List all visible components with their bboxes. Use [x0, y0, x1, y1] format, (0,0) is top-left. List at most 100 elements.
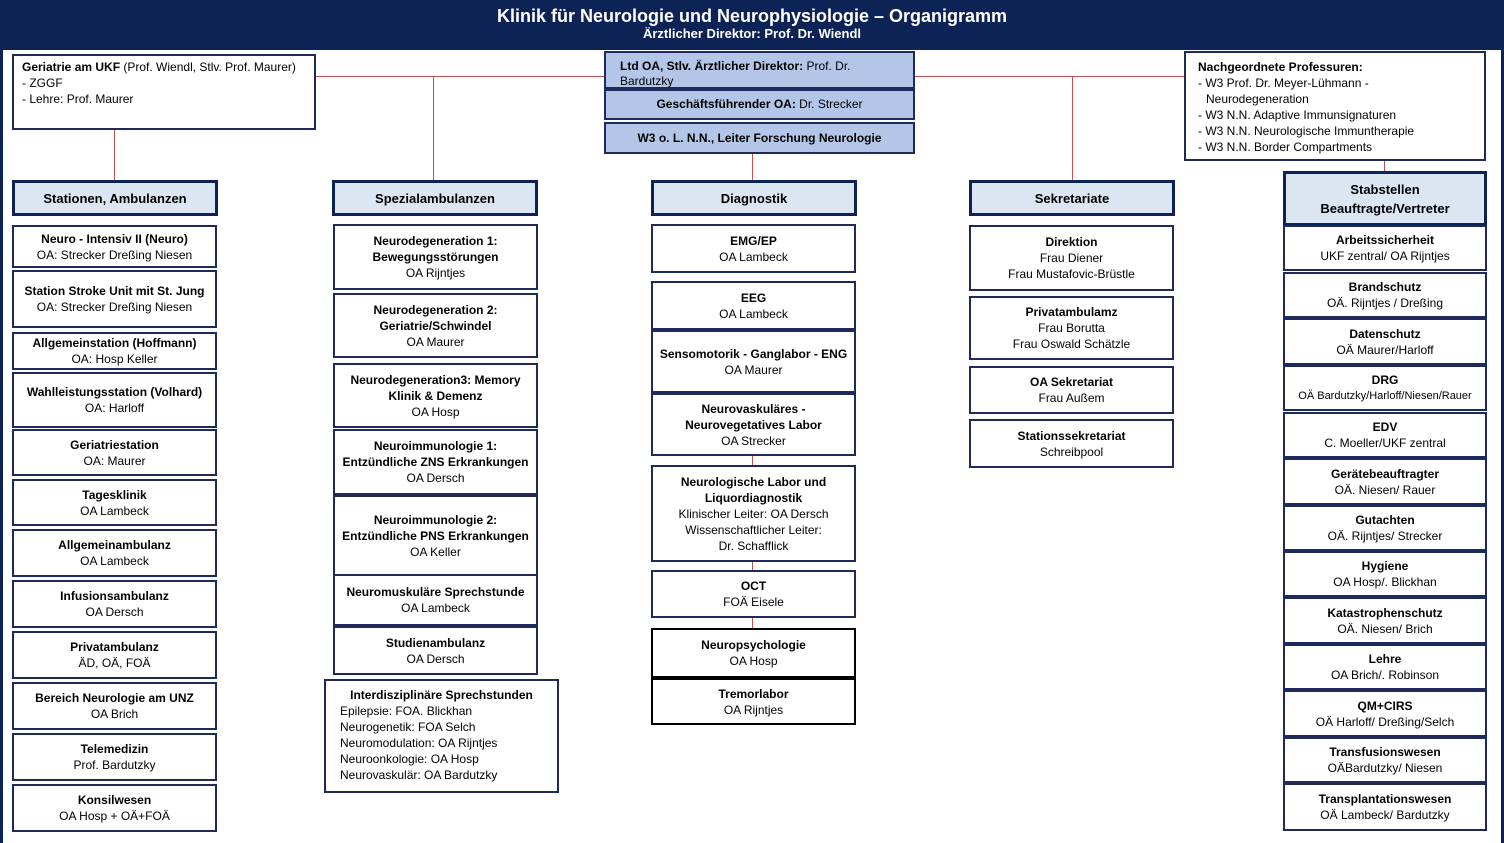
chart-title: Klinik für Neurologie und Neurophysiolog… [496, 6, 1008, 26]
diagnostik-item-1-line-0: OA Lambeck [719, 306, 788, 321]
ltd-oa-box: Ltd OA, Stlv. Ärztlicher Direktor: Prof.… [604, 51, 915, 89]
spezial-item-1-line-0: OA Maurer [406, 334, 465, 349]
spezial-item-3-line-0: OA Dersch [406, 471, 465, 485]
interdisziplinaer-line-2: Neuromodulation: OA Rijntjes [340, 736, 498, 750]
header-stationen: Stationen, Ambulanzen [12, 180, 218, 216]
stabstelle-item-0-title: Arbeitssicherheit [1335, 233, 1435, 247]
station-item-4-line-0: OA: Maurer [83, 453, 146, 468]
sekretariat-item-1-line-0: Frau Borutta [1038, 321, 1105, 335]
stabstelle-item-0-line-0: UKF zentral/ OA Rijntjes [1320, 249, 1450, 263]
professuren-title: Nachgeordnete Professuren: [1198, 60, 1363, 74]
stabstelle-item-10-title: QM+CIRS [1357, 698, 1413, 713]
station-item-6-title: Allgemeinambulanz [58, 538, 171, 552]
station-item-7-line-0: OA Dersch [85, 605, 144, 619]
stabstelle-item-12: Transplantationswesen OÄ Lambeck/ Bardutz… [1283, 783, 1487, 831]
stabstelle-item-12-line-0: OÄ Lambeck/ Bardutzky [1320, 808, 1450, 822]
w3-forschung-label: W3 o. L. N.N., Leiter Forschung Neurolog… [637, 130, 882, 145]
professuren-item-3: - W3 N.N. Neurologische Immuntherapie [1198, 124, 1415, 138]
diagnostik-item-2-line-0: OA Maurer [724, 362, 783, 377]
station-item-1-line-0: OA: Strecker Dreßing Niesen [36, 300, 193, 314]
stabstelle-item-7-line-0: OA Hosp/. Blickhan [1333, 575, 1437, 589]
ltd-oa-label: Ltd OA, Stlv. Ärztlicher Direktor: [620, 59, 804, 73]
header-stabstellen: Stabstellen Beauftragte/Vertreter [1283, 171, 1487, 226]
diagnostik-item-0-title: EMG/EP [730, 233, 777, 248]
left-frame-edge [0, 50, 3, 843]
sekretariat-item-3-title: Stationssekretariat [1017, 428, 1126, 443]
professuren-item-4: - W3 N.N. Border Compartments [1198, 140, 1373, 154]
spezial-item-6-title: Studienambulanz [385, 635, 486, 650]
stabstelle-item-12-title: Transplantationswesen [1318, 792, 1452, 806]
labor-box: Neurologische Labor und Liquordiagnostik… [651, 465, 856, 562]
professuren-box: Nachgeordnete Professuren: - W3 Prof. Dr… [1184, 51, 1486, 161]
station-item-11-title: Konsilwesen [77, 793, 152, 807]
station-item-2-title: Allgemeinstation (Hoffmann) [32, 336, 197, 350]
spezial-item-0-line-0: OA Rijntjes [405, 266, 466, 280]
right-frame-edge [1501, 50, 1504, 843]
spezial-item-1-title: Neurodegeneration 2: Geriatrie/Schwindel [373, 302, 498, 333]
station-item-9-title: Bereich Neurologie am UNZ [35, 691, 194, 705]
gf-oa-label: Geschäftsführender OA: [656, 97, 796, 111]
oct-box-title: OCT [740, 579, 767, 593]
interdisziplinaer-line-4: Neurovaskulär: OA Bardutzky [340, 768, 498, 782]
sekretariat-item-1-line-1: Frau Oswald Schätzle [1012, 337, 1131, 351]
diagnostik-item-2-title: Sensomotorik - Ganglabor - ENG [659, 346, 848, 361]
spezial-item-6-line-0: OA Dersch [406, 651, 465, 666]
chart-subtitle: Ärztlicher Direktor: Prof. Dr. Wiendl [642, 26, 862, 41]
labor-box-line-2: Dr. Schafflick [718, 538, 789, 553]
ltd-oa-value: Prof. Dr. Bardutzky [620, 59, 851, 88]
professuren-item-2: - W3 N.N. Adaptive Immunsignaturen [1198, 108, 1397, 122]
stabstelle-item-2-line-0: OÄ Maurer/Harloff [1336, 342, 1434, 357]
spezial-item-5-title: Neuromuskuläre Sprechstunde [346, 585, 525, 599]
connector-diagnostik [752, 153, 753, 180]
professuren-item-1: Neurodegeneration [1206, 92, 1309, 106]
stabstelle-item-9-line-0: OA Brich/. Robinson [1330, 668, 1440, 682]
diagnostik-item-3: Neurovaskuläres - Neurovegetatives Labor… [651, 393, 856, 456]
station-item-1-title: Station Stroke Unit mit St. Jung [24, 284, 205, 298]
stabstelle-item-4-title: EDV [1372, 420, 1398, 434]
header-sekretariate: Sekretariate [969, 180, 1175, 216]
title-banner: Klinik für Neurologie und Neurophysiolog… [0, 0, 1504, 50]
spezial-item-3-title: Neuroimmunologie 1: Entzündliche ZNS Erk… [342, 439, 529, 469]
stabstelle-item-11-title: Transfusionswesen [1329, 745, 1441, 759]
stabstelle-item-5-line-0: OÄ. Niesen/ Rauer [1334, 482, 1436, 497]
stabstelle-item-7-title: Hygiene [1361, 559, 1409, 573]
gf-oa-box: Geschäftsführender OA: Dr. Strecker [604, 89, 915, 120]
stabstelle-item-8-line-0: OÄ. Niesen/ Brich [1337, 621, 1433, 636]
station-item-0: Neuro - Intensiv II (Neuro)OA: Strecker … [12, 225, 217, 268]
tremorlabor-box-title: Tremorlabor [718, 686, 789, 701]
station-item-0-title: Neuro - Intensiv II (Neuro) [41, 231, 188, 246]
station-item-9-line-0: OA Brich [90, 707, 139, 721]
header-diagnostik: Diagnostik [651, 180, 857, 216]
stabstellen-header-line2: Beauftragte/Vertreter [1320, 200, 1450, 216]
spezial-item-2-line-0: OA Hosp [411, 404, 460, 419]
station-item-3-line-0: OA: Harloff [84, 401, 145, 415]
sekretariat-item-0-title: Direktion [1045, 235, 1098, 249]
station-item-8-line-0: ÄD, OÄ, FOÄ [78, 656, 151, 670]
station-item-5-line-0: OA Lambeck [80, 503, 149, 518]
stabstelle-item-2-title: Datenschutz [1349, 326, 1421, 341]
stabstelle-item-10-line-0: OÄ Harloff/ Dreßing/Selch [1315, 714, 1455, 729]
header-spezial: Spezialambulanzen [332, 180, 538, 216]
tremorlabor-box-line-0: OA Rijntjes [723, 702, 784, 717]
sekretariat-item-2-line-0: Frau Außem [1038, 391, 1105, 405]
